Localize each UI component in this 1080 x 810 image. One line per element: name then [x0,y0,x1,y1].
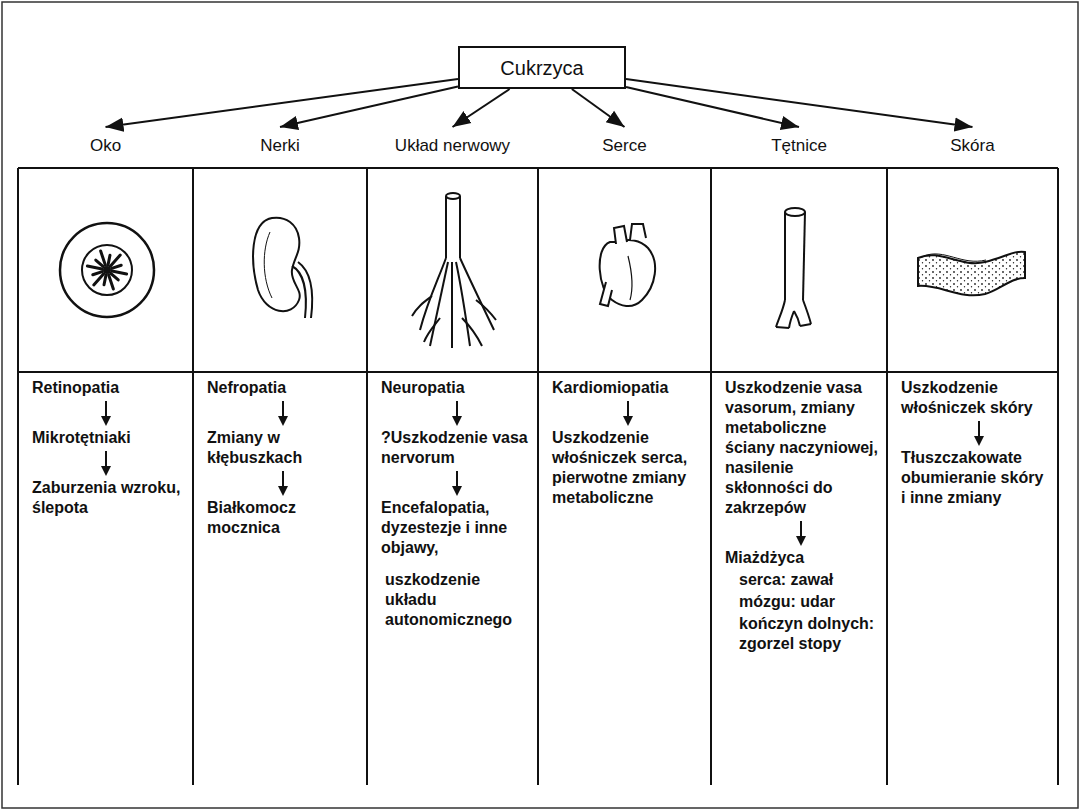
column-body: RetinopatiaMikrotętniakiZaburzenia wzrok… [32,378,185,518]
eye-spoke [111,273,118,280]
edge-arrow [106,79,459,127]
complication-text: kończyn dolnych: zgorzel stopy [739,614,879,654]
column-body: Neuropatia ?Uszkodzenie vasa nervorumEnce… [381,378,530,630]
eye-spoke [93,272,102,275]
flow-arrow [98,398,114,428]
eye-icon [60,223,154,317]
organ-column: TętniceUszkodzenie vasa vasorum, zmiany … [715,128,883,780]
eye-spoke [87,266,102,269]
flow-arrow-head [623,416,633,426]
complication-text: Uszkodzenie włośniczek skóry [901,378,1050,418]
edge-arrow [626,79,973,127]
flow-arrow [275,468,291,498]
edge-arrow [626,87,799,127]
flow-arrow [449,468,465,498]
flow-arrow-head [974,436,984,446]
title-text: Cukrzyca [500,56,583,80]
organ-column: SerceKardiomiopatiaUszkodzenie włośnicze… [542,128,707,780]
gap [381,558,530,570]
complication-text: uszkodzenie układu autonomicznego [385,570,530,630]
complication-text: serca: zawał [739,570,879,590]
complication-text: Uszkodzenie włośniczek serca, pierwotne … [552,428,703,508]
artery-icon [776,208,811,328]
complication-text: Miażdżyca [725,548,879,568]
gap [725,590,879,592]
complication-text: Mikrotętniaki [32,428,185,448]
flow-arrow [98,448,114,478]
organ-column: NerkiNefropatiaZmiany w kłębuszkachBiałk… [197,128,363,780]
organ-column: OkoRetinopatiaMikrotętniakiZaburzenia wz… [22,128,189,780]
flow-arrow [971,418,987,448]
column-body: Uszkodzenie vasa vasorum, zmiany metabol… [725,378,879,654]
gap [725,612,879,614]
organ-heading: Skóra [891,136,1054,156]
complication-text: Uszkodzenie vasa vasorum, zmiany metabol… [725,378,879,518]
complication-text: mózgu: udar [739,592,879,612]
organ-heading: Tętnice [715,136,883,156]
edge-arrow [572,89,625,127]
flow-arrow-head [796,536,806,546]
flow-arrow-head [101,466,111,476]
gap [725,568,879,570]
flow-arrow-head [278,486,288,496]
flow-arrow-head [101,416,111,426]
complication-text: Kardiomiopatia [552,378,703,398]
nerve-icon [412,193,496,348]
eye-spoke [112,271,127,274]
eye-spoke [96,260,103,267]
organ-heading: Układ nerwowy [371,136,534,156]
complication-text: Neuropatia [381,378,530,398]
column-body: KardiomiopatiaUszkodzenie włośniczek ser… [552,378,703,508]
eye-spoke [109,275,114,289]
eye-spoke [108,255,110,265]
column-body: NefropatiaZmiany w kłębuszkachBiałkomocz… [207,378,359,538]
complication-text: Tłuszczakowate obumieranie skóry i inne … [901,448,1050,508]
complication-text: Retinopatia [32,378,185,398]
organ-column: SkóraUszkodzenie włośniczek skóryTłuszcz… [891,128,1054,780]
title-box: Cukrzyca [458,46,626,89]
table-grid [18,168,1058,785]
eye-spoke [104,275,106,285]
flow-arrow-head [452,486,462,496]
flow-arrow [793,518,809,548]
flow-arrow [275,398,291,428]
edge-arrow [280,87,458,127]
organ-heading: Nerki [197,136,363,156]
flow-arrow-head [452,416,462,426]
complication-text: Encefalopatia, dyzestezje i inne objawy, [381,498,530,558]
edge-arrow [453,89,510,127]
eye-spoke [101,251,106,265]
flow-arrow [620,398,636,428]
complication-text: Zaburzenia wzroku, ślepota [32,478,185,518]
kidney-icon [253,218,312,318]
organ-heading: Serce [542,136,707,156]
flow-arrow [449,398,465,428]
complication-text: Białkomocz mocznica [207,498,359,538]
organ-column: Układ nerwowyNeuropatia ?Uszkodzenie vasa… [371,128,534,780]
flow-arrow-head [278,416,288,426]
complication-text: ?Uszkodzenie vasa nervorum [381,428,530,468]
column-body: Uszkodzenie włośniczek skóryTłuszczakowa… [901,378,1050,508]
complication-text: Zmiany w kłębuszkach [207,428,359,468]
organ-heading: Oko [22,136,189,156]
heart-icon [600,224,655,306]
eye-spoke [112,265,121,268]
skin-icon [918,252,1025,296]
complication-text: Nefropatia [207,378,359,398]
